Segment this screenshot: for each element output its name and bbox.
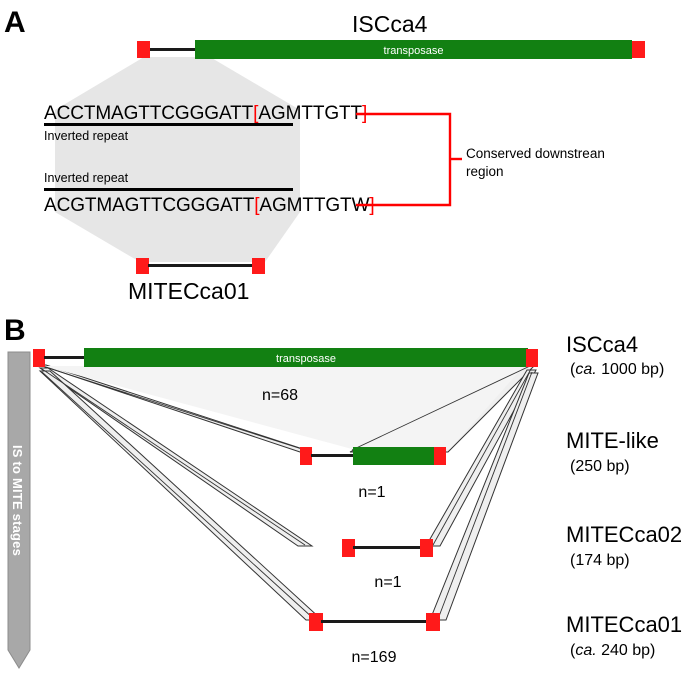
size-rest: 174 bp) [575, 552, 630, 569]
panel-a-shade-bottom [55, 212, 300, 262]
size-rest: 240 bp) [596, 642, 656, 659]
panel-b-label-mitecca02: MITECca02 [566, 522, 683, 547]
panel-b-count-mitecca01: n=169 [351, 649, 397, 666]
sequence-row-2: ACGTMAGTTCGGGATT[AGMTTGTW] [44, 196, 375, 215]
panel-b-size-mitelike: (250 bp) [570, 459, 630, 475]
conserved-region-label-line2: region [466, 164, 504, 180]
panel-b-size-mitecca01: (ca. 240 bp) [570, 643, 655, 659]
row1-transposase-bar [84, 348, 528, 367]
connector-line-4 [351, 365, 531, 451]
ribbon-is-to-mitelike-left [39, 364, 313, 453]
connector-line-5 [432, 368, 532, 546]
sequence-row-1: ACCTMAGTTCGGGATT[AGMTTGTT] [44, 104, 367, 123]
size-italic: ca. [575, 361, 597, 378]
row2-flank-line [311, 454, 353, 457]
mite-ir-box-left [136, 258, 149, 274]
sequence-2-conserved: AGMTTGTW [259, 195, 370, 216]
panel-b-count-mitelike: n=1 [358, 484, 386, 501]
mite-ir-box-right [252, 258, 265, 274]
row2-transposase-bar [353, 447, 436, 465]
row1-transposase-label: transposase [276, 353, 336, 365]
panel-b-letter: B [4, 314, 26, 347]
panel-b-count-mitecca02: n=1 [374, 574, 402, 591]
sequence-1-conserved: AGMTTGTT [258, 103, 363, 124]
size-prefix: ( [570, 552, 576, 569]
inverted-repeat-underline-1 [44, 123, 293, 126]
panel-b-label-mitelike: MITE-like [566, 428, 659, 453]
ribbon-is-to-mitelike-right [349, 364, 537, 453]
panel-b-size-mitecca02: (174 bp) [570, 553, 630, 569]
is-to-mite-arrow-label: IS to MITE stages [10, 445, 25, 557]
flank-line-left [150, 48, 195, 51]
row4-body-line [321, 620, 429, 623]
ribbon-is-to-mite01-left [38, 370, 324, 621]
row2-ir-box-right [434, 447, 446, 465]
panel-a-letter: A [4, 6, 26, 39]
row1-flank-line [44, 356, 84, 359]
size-italic: ca. [575, 642, 597, 659]
panel-b-size-iscca4: (ca. 1000 bp) [570, 362, 664, 378]
ribbon-is-to-mite01-right [429, 372, 539, 621]
inverted-repeat-underline-2 [44, 188, 293, 191]
connector-line-6 [437, 371, 533, 620]
row3-ir-box-right [420, 539, 433, 557]
sequence-1-open-bracket: [ [253, 103, 259, 124]
sequence-1-close-bracket: ] [362, 103, 368, 124]
mite-body-line [148, 264, 258, 267]
sequence-2-prefix: ACGTMAGTTCGGGATT [44, 195, 255, 216]
row3-ir-box-left [342, 539, 355, 557]
ir-box-right [632, 41, 645, 58]
size-rest: 1000 bp) [596, 361, 665, 378]
transposase-gene-label: transposase [383, 45, 444, 57]
panel-b-label-mitecca01: MITECca01 [566, 612, 683, 637]
row4-ir-box-left [309, 613, 323, 631]
inverted-repeat-label-1: Inverted repeat [44, 129, 129, 143]
conserved-region-label-line1: Conserved downstrean [466, 146, 605, 161]
sequence-1-prefix: ACCTMAGTTCGGGATT [44, 103, 254, 124]
connector-line-3 [41, 371, 315, 620]
panel-a-isc-title: ISCca4 [352, 11, 428, 37]
panel-a-mite-title: MITECca01 [128, 278, 250, 304]
size-prefix: ( [570, 642, 576, 659]
size-prefix: ( [570, 458, 576, 475]
sequence-2-close-bracket: ] [369, 195, 375, 216]
panel-b-count-iscca4: n=68 [261, 387, 299, 404]
row4-ir-box-right [426, 613, 440, 631]
size-rest: 250 bp) [575, 458, 630, 475]
sequence-2-open-bracket: [ [254, 195, 260, 216]
row2-ir-box-left [300, 447, 312, 465]
connector-line-1 [41, 365, 309, 452]
ir-box-left [137, 41, 150, 58]
transposase-gene-bar [195, 40, 632, 59]
ribbon-broad-shade [44, 366, 524, 449]
size-prefix: ( [570, 361, 576, 378]
row1-ir-box-left [33, 349, 45, 367]
inverted-repeat-label-2: Inverted repeat [44, 171, 129, 185]
panel-b-label-iscca4: ISCca4 [566, 332, 639, 357]
conserved-region-label: Conserved downstrean region [466, 145, 605, 181]
row3-body-line [353, 546, 423, 549]
row1-ir-box-right [526, 349, 538, 367]
